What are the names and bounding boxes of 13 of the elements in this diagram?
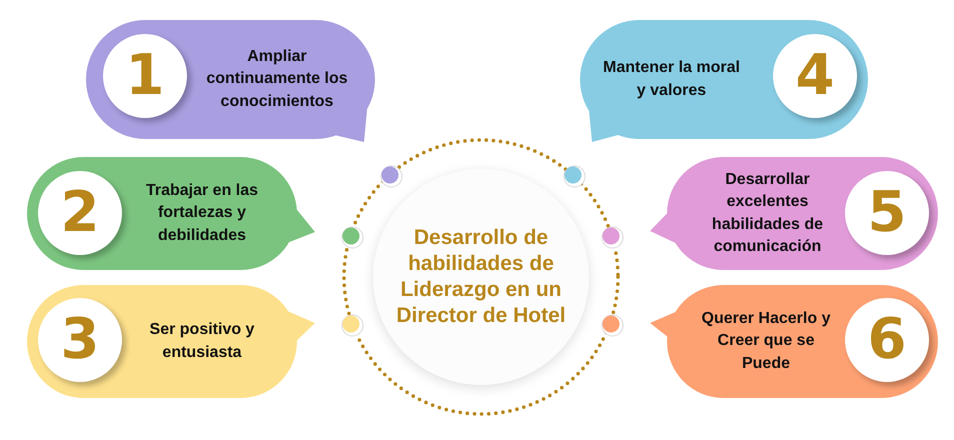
- speech-bubble: [86, 20, 375, 142]
- speech-bubble: [580, 20, 868, 142]
- speech-bubble: [650, 157, 938, 270]
- step-text: Desarrollar excelentes habilidades de comunicación: [710, 170, 824, 257]
- speech-bubble: [27, 285, 315, 398]
- step-text: Mantener la moral y valores: [602, 58, 741, 100]
- step-text: Trabajar en las fortalezas y debilidades: [144, 180, 260, 246]
- step-text: Querer Hacerlo y Creer que se Puede: [700, 308, 832, 374]
- center-title-text: Desarrollo de habilidades de Liderazgo en un Director de Hotel: [395, 225, 567, 329]
- step-text: Ampliar continuamente los conocimientos: [205, 46, 349, 112]
- speech-bubble: [27, 157, 315, 270]
- speech-bubble: [650, 285, 938, 398]
- step-text: Ser positivo y entusiasta: [148, 320, 256, 362]
